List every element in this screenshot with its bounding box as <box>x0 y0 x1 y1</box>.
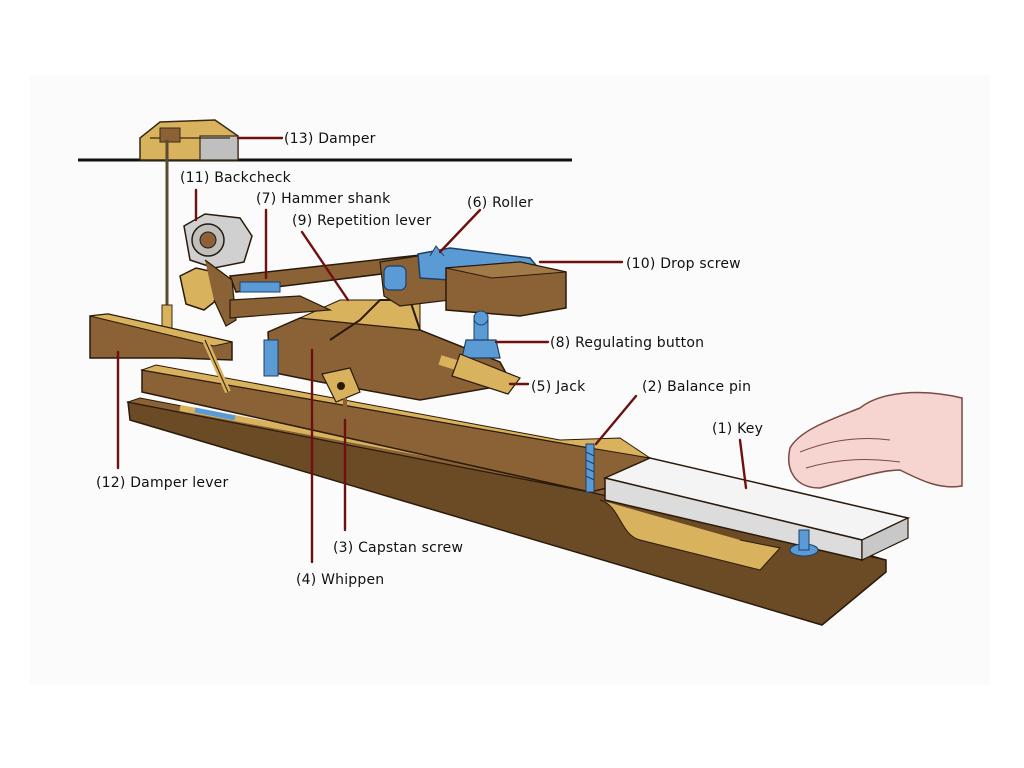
label-backcheck: (11) Backcheck <box>180 170 292 186</box>
leader-roller <box>438 208 482 254</box>
label-whippen: (4) Whippen <box>296 572 384 588</box>
hammer-assembly <box>179 213 432 327</box>
label-damper-lever: (12) Damper lever <box>96 475 228 491</box>
repetition-assembly <box>379 245 567 317</box>
label-capstan-screw: (3) Capstan screw <box>333 540 463 556</box>
label-hammer-shank: (7) Hammer shank <box>256 191 391 207</box>
damper-part <box>139 119 239 161</box>
label-damper: (13) Damper <box>284 131 376 147</box>
label-roller: (6) Roller <box>467 195 533 211</box>
regulating-button-part <box>461 310 501 359</box>
leader-balance-pin <box>594 394 638 446</box>
front-pin-part <box>789 529 819 557</box>
leader-key <box>738 438 748 490</box>
label-regulating-button: (8) Regulating button <box>550 335 704 351</box>
label-key: (1) Key <box>712 421 763 437</box>
damper-lever-part <box>89 313 233 394</box>
white-key <box>602 457 911 561</box>
jack-part <box>451 353 521 395</box>
label-repetition-lever: (9) Repetition lever <box>292 213 431 229</box>
balance-pin-part <box>585 443 595 493</box>
label-drop-screw: (10) Drop screw <box>626 256 741 272</box>
key-body <box>126 397 887 626</box>
label-jack: (5) Jack <box>531 379 586 395</box>
leader-repetition-lever <box>300 230 350 302</box>
hand-illustration <box>788 391 963 489</box>
label-balance-pin: (2) Balance pin <box>642 379 751 395</box>
